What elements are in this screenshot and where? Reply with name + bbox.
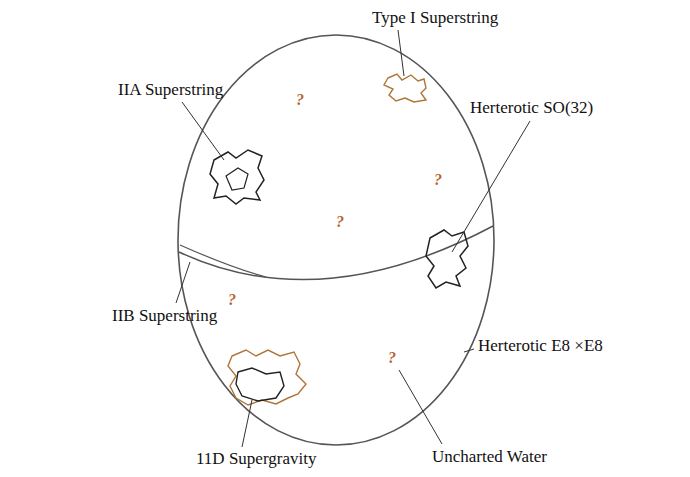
question-mark: ? <box>336 213 344 231</box>
region-patch <box>236 368 284 401</box>
region-patch <box>384 74 426 102</box>
region-label: IIA Superstring <box>118 80 223 100</box>
leader-line <box>176 262 190 303</box>
question-mark: ? <box>228 291 236 309</box>
region-label: 11D Supergravity <box>196 449 316 469</box>
region-patch <box>210 150 264 204</box>
leader-line <box>452 121 530 252</box>
equator-line <box>179 226 493 280</box>
region-label: Herterotic E8 ×E8 <box>478 336 603 356</box>
region-patch <box>228 350 306 405</box>
question-mark: ? <box>388 349 396 367</box>
region-patch <box>226 168 248 190</box>
leader-line <box>242 400 252 447</box>
question-mark: ? <box>434 171 442 189</box>
region-label: IIB Superstring <box>112 306 217 326</box>
region-label: Herterotic SO(32) <box>470 98 593 118</box>
leader-line <box>464 349 474 352</box>
leader-line <box>399 370 442 444</box>
equator-line <box>180 245 266 277</box>
sphere-outline <box>178 35 494 445</box>
region-label: Uncharted Water <box>432 447 547 467</box>
leader-line <box>398 30 404 76</box>
region-patch <box>426 230 468 288</box>
region-label: Type I Superstring <box>372 8 498 28</box>
leader-line <box>182 102 224 160</box>
question-mark: ? <box>296 91 304 109</box>
